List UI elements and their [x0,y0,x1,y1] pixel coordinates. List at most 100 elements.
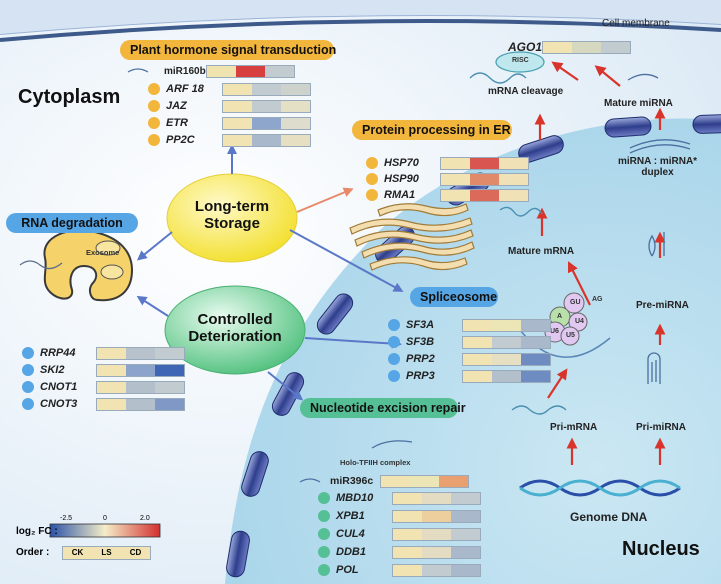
gene-bullet-icon [366,173,378,185]
genome-dna-helix [519,479,681,497]
heat-cell [492,353,521,365]
gene-bullet-icon [388,370,400,382]
gene-bullet-icon [148,83,160,95]
gene-bullet-icon [148,100,160,112]
gene-name: SKI2 [40,364,65,376]
heat-cell [499,173,528,185]
gene-bullet-icon [22,347,34,359]
heat-cell [492,370,521,382]
ner-title: Nucleotide excision repair [300,398,466,418]
heat-cell [252,117,281,129]
gene-row: HSP70 [366,156,529,170]
risc-label: RISC [512,57,529,64]
exosome-shape [19,229,134,302]
order-legend: CK LS CD [62,546,151,560]
ago1-row: AGO1 [508,40,631,54]
gene-bullet-icon [148,134,160,146]
protein-er-title: Protein processing in ER [352,120,512,140]
gene-name: SF3B [406,336,435,348]
nucleus-label: Nucleus [622,538,700,560]
heat-cells [222,82,311,96]
gene-row: POL [318,563,481,577]
heat-cell [155,364,184,376]
heat-cell [393,546,422,558]
heat-cells [380,474,469,488]
gene-name: CUL4 [336,528,365,540]
heat-cell [281,100,310,112]
gene-name: POL [336,564,359,576]
gene-row: HSP90 [366,172,529,186]
scale-tick-min: -2.5 [60,515,73,522]
pri-mirna-label: Pri-miRNA [636,422,687,433]
pre-mirna-label: Pre-miRNA [636,300,689,311]
heat-cell [223,83,252,95]
heat-cell [521,370,550,382]
gene-row: RMA1 [366,188,529,202]
gene-row: XPB1 [318,509,481,523]
nuclear-pores [226,114,721,578]
spliceosome-u5-label: U5 [566,332,575,339]
heat-cells [392,491,481,505]
heat-cell [126,364,155,376]
heat-cells [222,116,311,130]
gene-row: PRP2 [388,352,551,366]
heat-cell [499,189,528,201]
holo-tfiih-label: Holo-TFIIH complex [340,458,411,467]
heat-cell [470,189,499,201]
heat-cells [440,172,529,186]
heat-cell [126,381,155,393]
gene-name: DDB1 [336,546,366,558]
heat-cell [451,546,480,558]
heat-cells [462,318,551,332]
controlled-deterioration-label: Controlled Deterioration [188,311,282,346]
heat-cells [440,156,529,170]
gene-name: ARF 18 [166,83,204,95]
heat-cell [393,510,422,522]
heat-cell [441,173,470,185]
heat-cell [451,528,480,540]
heat-cell [393,528,422,540]
gene-bullet-icon [318,492,330,504]
gene-name: AGO1 [508,40,543,54]
gene-bullet-icon [22,398,34,410]
heat-cell [155,347,184,359]
heat-cells [96,380,185,394]
heat-cell [439,475,468,487]
gene-bullet-icon [388,336,400,348]
heat-cell [126,347,155,359]
gene-row: PRP3 [388,369,551,383]
plant-hormone-title: Plant hormone signal transduction [120,40,336,60]
logfc-label: log₂ FC : [16,526,58,537]
cytoplasm-label: Cytoplasm [18,86,121,108]
pri-mrna-label: Pri-mRNA [550,422,598,433]
gene-name: PRP3 [406,370,435,382]
heat-cell [393,564,422,576]
heat-cell [381,475,410,487]
heat-cell [463,353,492,365]
heat-cells [222,99,311,113]
gene-name: MBD10 [336,492,374,504]
heat-cells [440,188,529,202]
mature-mrna-label: Mature mRNA [508,246,575,257]
gene-row: CUL4 [318,527,481,541]
heat-cell [223,100,252,112]
gene-row: CNOT1 [22,380,185,394]
heat-cell [470,173,499,185]
gene-row: RRP44 [22,346,185,360]
heat-cell [470,157,499,169]
gene-row: MBD10 [318,491,481,505]
spliceosome-gu-label: GU [570,299,581,306]
spliceosome-a-label: A [557,313,563,320]
gene-bullet-icon [22,364,34,376]
heat-cell [281,83,310,95]
order-ck: CK [63,547,92,559]
heat-cell [97,381,126,393]
scale-tick-max: 2.0 [140,515,150,522]
heat-cell [441,157,470,169]
gene-row: ETR [148,116,311,130]
heat-cells [392,545,481,559]
gene-bullet-icon [318,510,330,522]
heat-cell [492,336,521,348]
heat-cell [97,398,126,410]
